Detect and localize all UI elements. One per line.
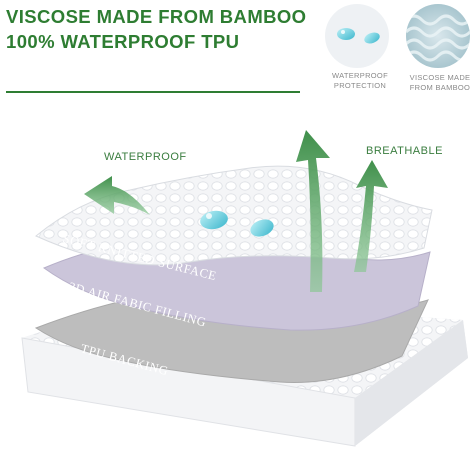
callout-waterproof: WATERPROOF — [104, 151, 187, 163]
headline-waterproof: 100% WATERPROOF TPU — [6, 31, 240, 52]
badge-caption-line: VISCOSE MADE — [409, 73, 471, 82]
water-drops-icon — [325, 4, 389, 68]
headline-bamboo: VISCOSE MADE FROM BAMBOO — [6, 6, 307, 27]
breathable-arrow-icon — [296, 130, 388, 292]
waterproof-arrow-icon — [84, 176, 150, 215]
badge-caption-waterproof: WATERPROOF PROTECTION — [318, 71, 402, 91]
callout-breathable: BREATHABLE — [366, 145, 443, 157]
badge-caption-bamboo: VISCOSE MADE FROM BAMBOO — [398, 73, 474, 93]
knitted-surface-layer — [35, 165, 433, 266]
badge-caption-line: WATERPROOF — [332, 71, 388, 80]
badge-caption-line: FROM BAMBOO — [409, 83, 471, 92]
water-drops-on-surface-icon — [200, 210, 274, 237]
bamboo-fiber-icon — [406, 4, 470, 68]
badge-caption-line: PROTECTION — [333, 81, 387, 90]
